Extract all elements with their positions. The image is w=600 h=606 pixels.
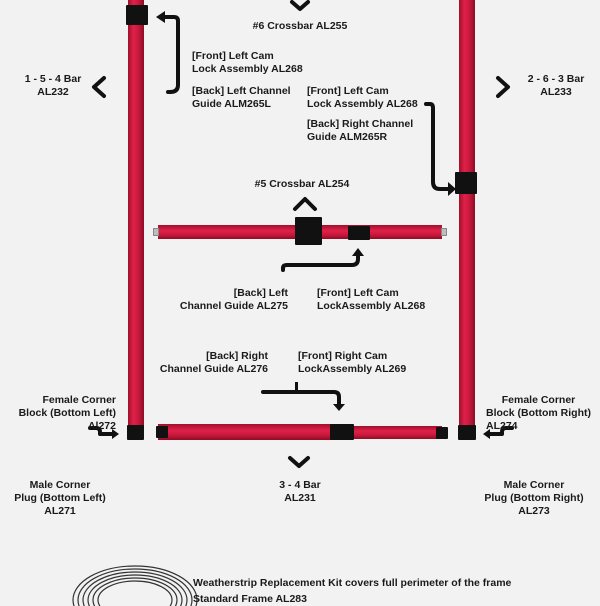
bottom-cam-lock	[330, 424, 354, 440]
arrow-icon	[261, 390, 341, 407]
crossbar-6-label: #6 Crossbar AL255	[252, 20, 348, 32]
bottom-bar-left	[158, 424, 348, 440]
arrow-icon	[424, 102, 450, 191]
right-vertical-bar	[459, 0, 475, 432]
right-channel-guide-block	[455, 172, 477, 194]
bottom-bar-right	[348, 426, 442, 439]
arrow-icon	[281, 254, 360, 272]
chevron-icon	[92, 76, 106, 98]
chevron-icon	[496, 76, 510, 98]
left-vertical-bar	[128, 0, 144, 432]
chevron-icon	[290, 0, 310, 11]
male-corner-plug-left	[156, 426, 168, 438]
chevron-icon	[293, 197, 317, 211]
weatherstrip-label: Weatherstrip Replacement Kit covers full…	[193, 577, 512, 589]
crossbar-left-end-cap	[153, 228, 159, 236]
male-corner-plug-right	[436, 427, 448, 439]
top-left-cam-lock	[126, 5, 148, 25]
crossbar-5-label: #5 Crossbar AL254	[254, 178, 350, 190]
arrow-icon	[488, 426, 514, 436]
female-corner-block-left	[127, 425, 144, 440]
female-corner-block-right	[458, 425, 476, 440]
arrow-icon	[88, 426, 114, 436]
crossbar-channel-guide-block	[295, 217, 322, 245]
arrow-icon	[162, 15, 180, 94]
chevron-icon	[288, 456, 310, 468]
crossbar-cam-lock	[348, 226, 370, 240]
crossbar-right-end-cap	[441, 228, 447, 236]
